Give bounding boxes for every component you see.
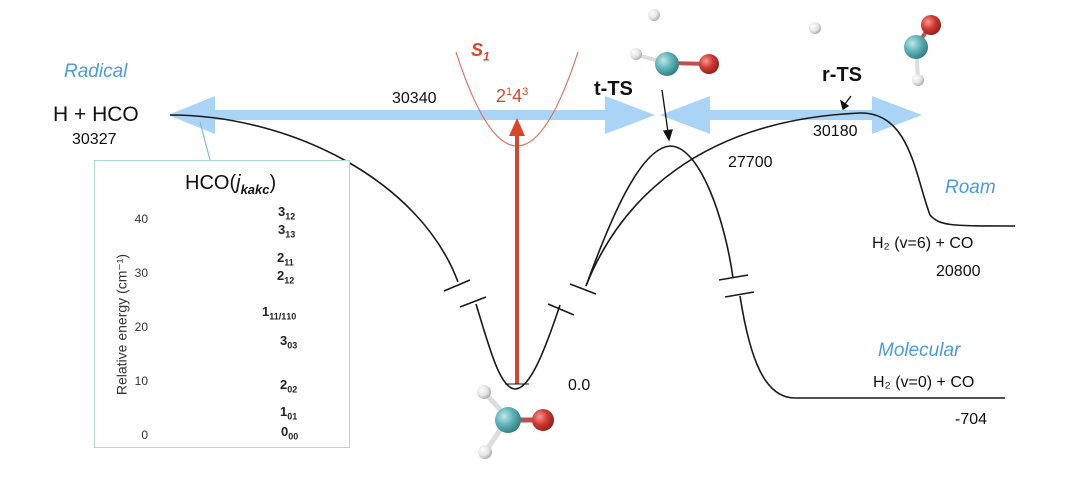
radical-channel-label: Radical xyxy=(64,61,128,82)
roam-channel-arrow xyxy=(660,96,922,134)
roam-products: H₂ (v=6) + CO xyxy=(872,235,974,252)
tick-20: 20 xyxy=(134,320,148,334)
level-3-12: 312 xyxy=(278,204,296,222)
level-2-12: 212 xyxy=(277,268,295,286)
level-3-13: 313 xyxy=(278,222,296,240)
r-ts-label: r-TS xyxy=(822,64,862,86)
potential-curves xyxy=(169,112,1016,399)
molecular-products: H₂ (v=0) + CO xyxy=(873,374,975,391)
molecular-energy: -704 xyxy=(955,411,988,428)
ts-pointer-arrows xyxy=(661,89,852,142)
t-ts-molecule xyxy=(630,9,719,76)
roam-energy: 20800 xyxy=(936,263,981,280)
excitation-arrow xyxy=(505,118,529,385)
s1-level-energy: 30340 xyxy=(392,90,437,107)
t-ts-energy: 27700 xyxy=(728,154,773,171)
molecular-channel-label: Molecular xyxy=(878,340,961,361)
tick-10: 10 xyxy=(134,374,148,388)
vibronic-band-label: 2143 xyxy=(496,86,529,106)
level-0-00: 000 xyxy=(281,424,299,442)
t-ts-label: t-TS xyxy=(594,78,633,100)
ground-energy: 0.0 xyxy=(568,377,591,394)
level-1-11-1-10: 111/110 xyxy=(262,304,297,322)
radical-products: H + HCO xyxy=(53,103,139,126)
hco-rotational-levels-inset xyxy=(94,160,350,448)
s1-label: S1 xyxy=(471,40,490,64)
level-3-03: 303 xyxy=(280,333,298,351)
tick-0: 0 xyxy=(141,428,148,442)
r-ts-molecule xyxy=(809,15,941,86)
formaldehyde-molecule xyxy=(477,385,554,459)
level-2-11: 211 xyxy=(277,250,294,268)
level-2-02: 202 xyxy=(280,377,298,395)
roam-channel-label: Roam xyxy=(945,177,996,198)
tick-40: 40 xyxy=(134,212,148,226)
inset-title: HCO(jkakc) xyxy=(185,172,277,197)
r-ts-energy: 30180 xyxy=(813,123,858,140)
inset-pointer-line xyxy=(199,121,211,161)
tick-30: 30 xyxy=(134,266,148,280)
level-1-01: 101 xyxy=(280,404,298,422)
radical-energy: 30327 xyxy=(72,131,117,148)
